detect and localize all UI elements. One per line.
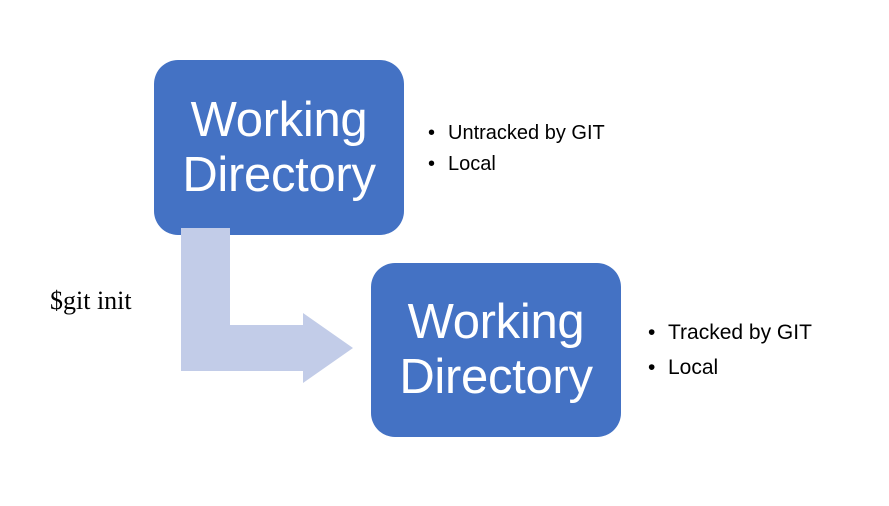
box-working-directory-tracked[interactable]: Working Directory	[371, 263, 621, 437]
box-untracked-line-2: Directory	[182, 147, 376, 202]
box-tracked-line-2: Directory	[399, 350, 593, 404]
list-item: Local	[648, 350, 812, 385]
bullet-list-tracked: Tracked by GIT Local	[648, 315, 812, 385]
box-untracked-line-1: Working	[190, 92, 368, 147]
list-item: Local	[428, 149, 605, 180]
list-item: Untracked by GIT	[428, 118, 605, 149]
bent-arrow-right-icon	[181, 228, 353, 383]
label-git-init-command: $git init	[50, 286, 132, 315]
bullet-list-untracked: Untracked by GIT Local	[428, 118, 605, 180]
box-working-directory-untracked[interactable]: Working Directory	[154, 60, 404, 235]
list-item: Tracked by GIT	[648, 315, 812, 350]
box-tracked-line-1: Working	[407, 295, 585, 350]
